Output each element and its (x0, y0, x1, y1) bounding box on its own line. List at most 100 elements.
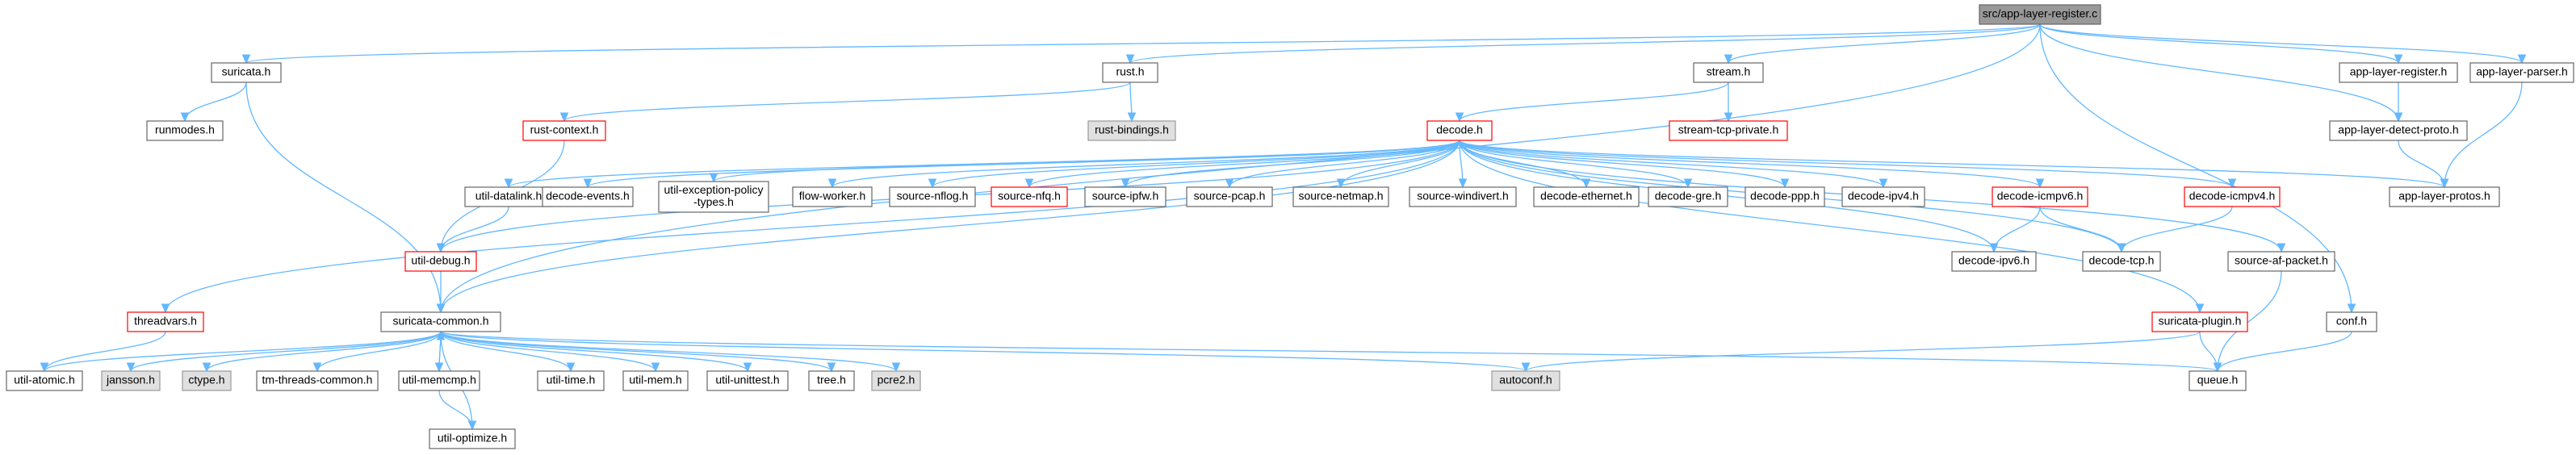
node-autoconf-h[interactable]: autoconf.h (1491, 370, 1560, 391)
node-box (1979, 4, 2101, 25)
node-alr-h[interactable]: app-layer-register.h (2339, 62, 2458, 83)
node-label: decode-icmpv6.h (1997, 190, 2084, 202)
node-alp-h[interactable]: app-layer-parser.h (2469, 62, 2574, 83)
edge-suricata_plugin_h-to-autoconf_h (1526, 331, 2201, 371)
node-box (706, 370, 789, 391)
edge-decode_h-to-util_exc_h (714, 140, 1460, 182)
node-decode-ipv4-h[interactable]: decode-ipv4.h (1841, 186, 1925, 207)
node-suricata-plugin-h[interactable]: suricata-plugin.h (2151, 311, 2248, 332)
node-decode-icmpv4-h[interactable]: decode-icmpv4.h (2184, 186, 2281, 207)
edge-suricata_common_h-to-tree_h (440, 331, 831, 371)
node-jansson-h[interactable]: jansson.h (101, 370, 161, 391)
node-label: threadvars.h (134, 315, 197, 328)
node-util-unittest-h[interactable]: util-unittest.h (706, 370, 789, 391)
node-source-nflog-h[interactable]: source-nflog.h (889, 186, 976, 207)
node-tree-h[interactable]: tree.h (808, 370, 855, 391)
node-aldp-h[interactable]: app-layer-detect-proto.h (2329, 120, 2468, 141)
node-box (2151, 311, 2248, 332)
edge-suricata_h-to-runmodes_h (185, 81, 247, 121)
node-stream-tcp-private-h[interactable]: stream-tcp-private.h (1669, 120, 1788, 141)
node-box (380, 311, 501, 332)
node-suricata-common-h[interactable]: suricata-common.h (380, 311, 501, 332)
node-decode-gre-h[interactable]: decode-gre.h (1648, 186, 1728, 207)
node-source-af-packet-h[interactable]: source-af-packet.h (2227, 251, 2335, 272)
edge-decode_icmpv4_h-to-decode_tcp_h (2122, 206, 2233, 252)
edge-conf_h-to-queue_h (2218, 331, 2352, 371)
node-decode-tcp-h[interactable]: decode-tcp.h (2082, 251, 2161, 272)
node-rust-bindings-h[interactable]: rust-bindings.h (1087, 120, 1176, 141)
node-label: decode-ipv4.h (1848, 190, 1919, 202)
edge-rust_h-to-rust_bindings_h (1130, 81, 1132, 121)
node-box (1426, 120, 1493, 141)
node-decode-ppp-h[interactable]: decode-ppp.h (1745, 186, 1825, 207)
node-box (537, 370, 605, 391)
node-queue-h[interactable]: queue.h (2189, 370, 2247, 391)
node-decode-ethernet-h[interactable]: decode-ethernet.h (1533, 186, 1640, 207)
node-root[interactable]: src/app-layer-register.c (1979, 4, 2101, 25)
node-decode-h[interactable]: decode.h (1426, 120, 1493, 141)
node-ctype-h[interactable]: ctype.h (182, 370, 232, 391)
node-util-memcmp-h[interactable]: util-memcmp.h (398, 370, 480, 391)
node-conf-h[interactable]: conf.h (2326, 311, 2377, 332)
node-box (2339, 62, 2458, 83)
node-flow-worker-h[interactable]: flow-worker.h (792, 186, 873, 207)
node-source-windivert-h[interactable]: source-windivert.h (1409, 186, 1517, 207)
node-label: source-nfq.h (998, 190, 1061, 202)
edge-suricata_common_h-to-jansson_h (131, 331, 442, 371)
node-label: util-mem.h (629, 374, 681, 386)
node-label: flow-worker.h (799, 190, 865, 202)
node-box (2469, 62, 2574, 83)
node-app-layer-protos-h[interactable]: app-layer-protos.h (2389, 186, 2500, 207)
node-util-datalink-h[interactable]: util-datalink.h (464, 186, 553, 207)
node-util-time-h[interactable]: util-time.h (537, 370, 605, 391)
node-label: ctype.h (188, 374, 224, 386)
node-label: tree.h (817, 374, 846, 386)
node-label: util-optimize.h (438, 432, 507, 445)
node-suricata-h[interactable]: suricata.h (211, 62, 282, 83)
node-label: pcre2.h (878, 374, 915, 386)
node-tm-threads-common-h[interactable]: tm-threads-common.h (256, 370, 379, 391)
node-source-ipfw-h[interactable]: source-ipfw.h (1084, 186, 1167, 207)
node-box (101, 370, 161, 391)
node-box (404, 251, 477, 272)
node-pcre2-h[interactable]: pcre2.h (871, 370, 921, 391)
node-util-mem-h[interactable]: util-mem.h (622, 370, 689, 391)
node-util-optimize-h[interactable]: util-optimize.h (429, 428, 516, 449)
edge-root-to-alp_h (2039, 23, 2522, 63)
node-decode-icmpv6-h[interactable]: decode-icmpv6.h (1992, 186, 2088, 207)
edge-suricata_common_h-to-autoconf_h (440, 331, 1526, 371)
node-util-debug-h[interactable]: util-debug.h (404, 251, 477, 272)
node-label: source-windivert.h (1417, 190, 1509, 202)
node-source-pcap-h[interactable]: source-pcap.h (1186, 186, 1273, 207)
node-source-netmap-h[interactable]: source-netmap.h (1292, 186, 1389, 207)
node-box (1992, 186, 2088, 207)
node-decode-ipv6-h[interactable]: decode-ipv6.h (1951, 251, 2037, 272)
node-util-atomic-h[interactable]: util-atomic.h (6, 370, 83, 391)
edge-root-to-aldp_h (2039, 23, 2398, 121)
edge-decode_icmpv6_h-to-decode_tcp_h (2039, 206, 2122, 252)
edges-layer (44, 23, 2522, 429)
node-runmodes-h[interactable]: runmodes.h (146, 120, 224, 141)
node-box (146, 120, 224, 141)
node-label: rust.h (1116, 65, 1144, 78)
node-decode-events-h[interactable]: decode-events.h (542, 186, 634, 207)
node-box (2227, 251, 2335, 272)
edge-decode_h-to-suricata_common_h (441, 140, 1460, 312)
node-label: util-atomic.h (14, 374, 74, 386)
node-label: suricata-common.h (392, 315, 488, 328)
node-util-exc-h[interactable]: util-exception-policy-types.h (658, 181, 769, 213)
node-label: decode-events.h (546, 190, 630, 202)
node-box (808, 370, 855, 391)
edge-decode_h-to-source_nfq_h (1029, 140, 1460, 187)
node-box (2184, 186, 2281, 207)
node-rust-h[interactable]: rust.h (1102, 62, 1158, 83)
node-box (1186, 186, 1273, 207)
node-label: app-layer-detect-proto.h (2338, 123, 2458, 136)
node-box (622, 370, 689, 391)
node-stream-h[interactable]: stream.h (1693, 62, 1764, 83)
node-rust-context-h[interactable]: rust-context.h (522, 120, 606, 141)
node-threadvars-h[interactable]: threadvars.h (127, 311, 204, 332)
node-source-nfq-h[interactable]: source-nfq.h (991, 186, 1068, 207)
node-label: decode-ethernet.h (1540, 190, 1632, 202)
node-label: util-exception-policy (664, 183, 764, 196)
